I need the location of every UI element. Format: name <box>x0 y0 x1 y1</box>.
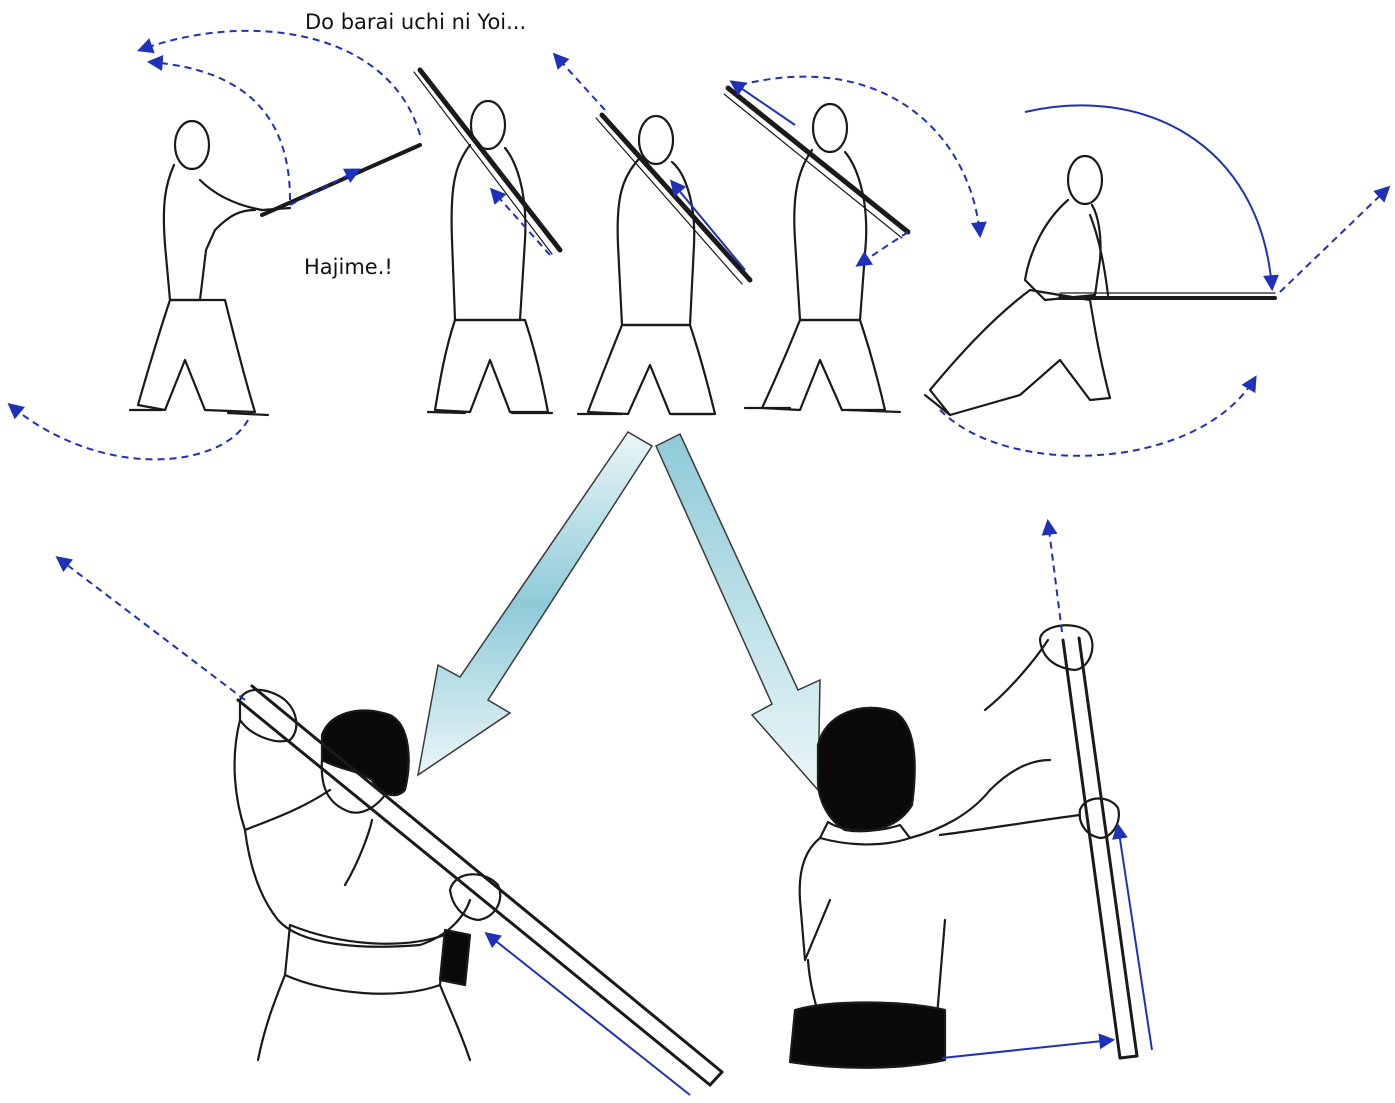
caption-top: Do barai uchi ni Yoi... <box>305 10 526 34</box>
figure-1-torso <box>164 165 255 300</box>
arc-arrow-1 <box>140 31 420 135</box>
detail-left-bokken-tip <box>710 1072 722 1085</box>
figure-5-hakama <box>930 290 1110 415</box>
figure-2-sword <box>420 70 560 250</box>
figure-3-sword <box>602 115 750 280</box>
detail-left-shadow <box>440 930 470 985</box>
detail-left-bokken <box>238 686 722 1085</box>
figure-1-arm <box>200 180 290 210</box>
thrust-arrow-5 <box>1280 188 1388 292</box>
detail-right-hair <box>818 708 915 831</box>
slide-arrow-3 <box>672 182 745 270</box>
sequence-row <box>130 70 1275 415</box>
detail-right <box>790 625 1137 1067</box>
figure-1-hakama <box>138 300 255 412</box>
figure-4-torso <box>794 150 866 320</box>
detail-right-raise-arrow <box>1048 522 1062 632</box>
figure-5-head <box>1068 156 1102 204</box>
figure-4-hakama <box>762 320 885 410</box>
detail-right-arm-lower <box>940 815 1080 835</box>
figure-3-hakama <box>588 325 715 414</box>
detail-left-lower-gi <box>258 975 470 1060</box>
detail-right-pull-arrow <box>942 1040 1112 1058</box>
detail-left-slide-arrow <box>487 934 690 1095</box>
detail-right-arrows <box>942 522 1152 1058</box>
detail-left-hand-lower <box>450 874 500 920</box>
detail-left-arrows <box>58 558 690 1095</box>
arc-arrow-2 <box>150 62 290 200</box>
figure-3-torso <box>618 160 695 325</box>
figure-5 <box>925 156 1275 415</box>
motion-arrows-top <box>10 31 1388 460</box>
arc-arrow-4 <box>740 77 980 235</box>
detail-left-belt <box>285 925 445 994</box>
figure-2-sword-edge <box>414 72 552 254</box>
detail-right-sleeve <box>985 640 1050 790</box>
detail-right-belt <box>790 1003 945 1068</box>
detail-left-sleeve <box>245 790 372 885</box>
figure-3 <box>578 115 750 414</box>
raise-arrow-3 <box>555 55 605 110</box>
big-arrows <box>418 432 820 790</box>
figure-4 <box>724 88 908 412</box>
big-arrow-left <box>418 432 652 775</box>
big-arrow-right <box>656 434 820 790</box>
figure-1-head <box>175 121 209 169</box>
figure-1-sword <box>262 145 420 215</box>
figure-4-head <box>813 104 847 152</box>
detail-right-bokken-tip <box>1120 1056 1137 1058</box>
foot-arc-arrow-left <box>10 405 248 459</box>
detail-left-thrust-arrow <box>58 558 245 700</box>
arc-arrow-5 <box>1025 105 1272 288</box>
figure-2-feet <box>428 412 552 413</box>
caption-start: Hajime.! <box>304 255 393 279</box>
foot-arc-arrow-right <box>940 378 1255 456</box>
detail-right-slide-arrow <box>1118 826 1152 1050</box>
detail-right-bokken <box>1063 638 1137 1058</box>
figure-2-hakama <box>435 320 548 412</box>
detail-left <box>235 686 722 1085</box>
figure-4-sword-edge <box>724 94 902 238</box>
figure-3-head <box>639 116 673 164</box>
